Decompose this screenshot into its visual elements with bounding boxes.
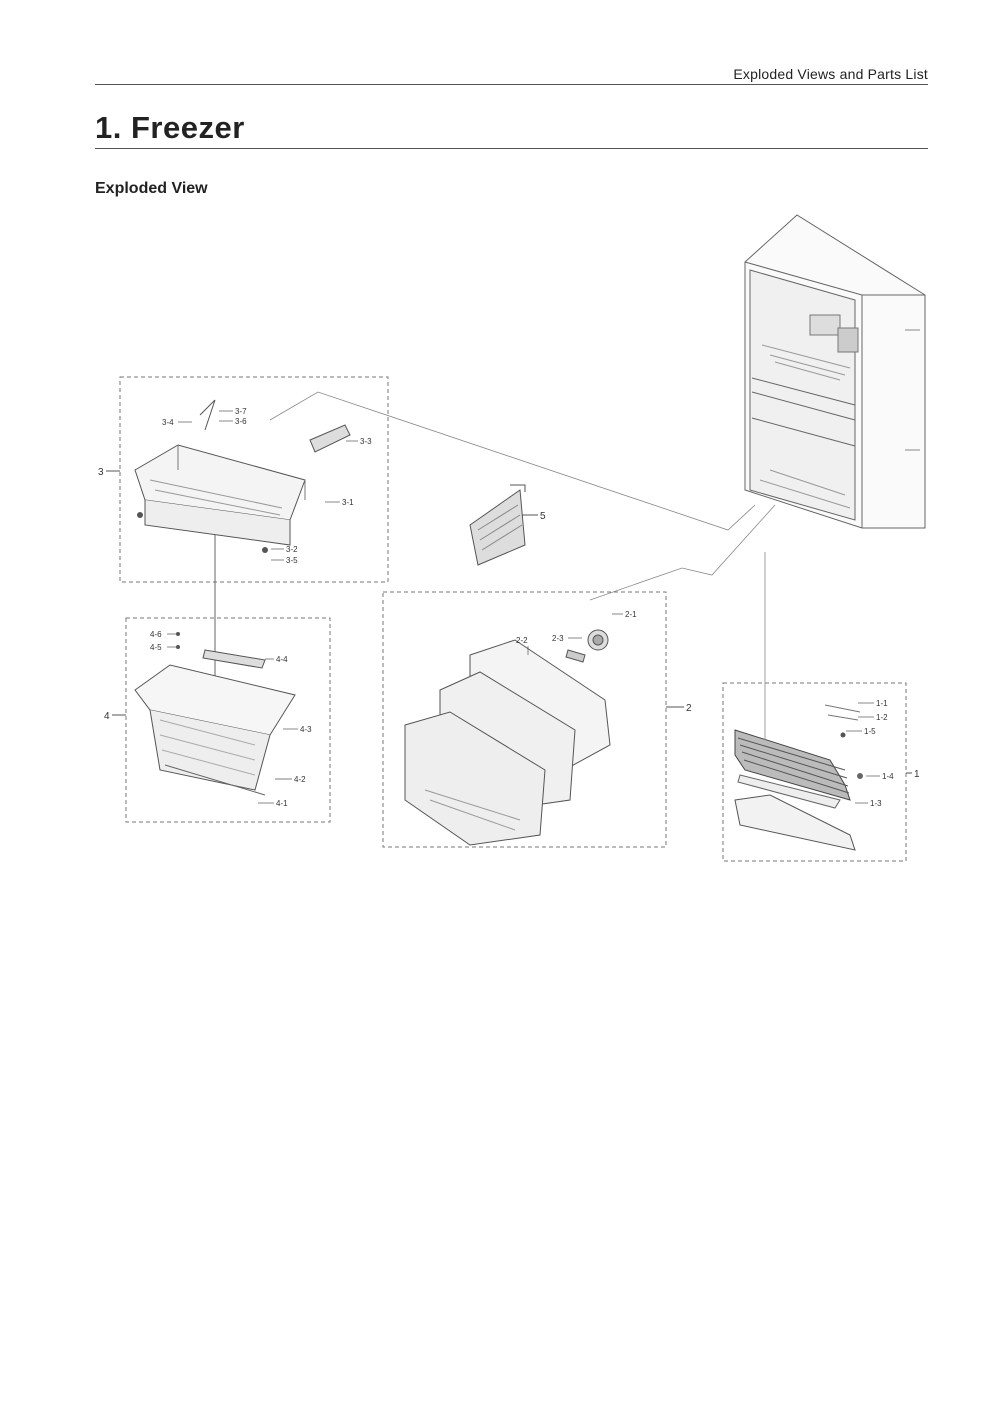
callout-4-1: 4-1 xyxy=(276,799,288,808)
assembly-leader-lines xyxy=(269,391,776,740)
group-5-label: 5 xyxy=(540,511,546,522)
callout-3-1: 3-1 xyxy=(342,498,354,507)
callout-3-6: 3-6 xyxy=(235,417,247,426)
callout-labels xyxy=(167,410,880,804)
callout-3-2: 3-2 xyxy=(286,545,298,554)
group-4-label: 4 xyxy=(104,711,110,722)
callout-3-5: 3-5 xyxy=(286,556,298,565)
group-1-box xyxy=(722,682,907,862)
group-4-box xyxy=(125,617,331,823)
callout-3-7: 3-7 xyxy=(235,407,247,416)
section-subtitle: Exploded View xyxy=(95,180,208,197)
callout-1-5: 1-5 xyxy=(864,727,876,736)
header-rule xyxy=(95,84,928,85)
callout-2-2: 2-2 xyxy=(516,636,528,645)
refrigerator-cabinet xyxy=(744,214,926,529)
callout-1-3: 1-3 xyxy=(870,799,882,808)
page-title: 1. Freezer xyxy=(95,110,245,145)
group-2-label: 2 xyxy=(686,703,692,714)
callout-2-1: 2-1 xyxy=(625,610,637,619)
callout-4-5: 4-5 xyxy=(150,643,162,652)
callout-3-3: 3-3 xyxy=(360,437,372,446)
callout-2-3: 2-3 xyxy=(552,634,564,643)
title-rule xyxy=(95,148,928,149)
callout-4-3: 4-3 xyxy=(300,725,312,734)
callout-1-2: 1-2 xyxy=(876,713,888,722)
callout-1-1: 1-1 xyxy=(876,699,888,708)
running-header: Exploded Views and Parts List xyxy=(733,66,928,82)
group-labels: 1 2 3 4 5 xyxy=(98,467,920,780)
group-3-box xyxy=(119,376,389,583)
callout-4-4: 4-4 xyxy=(276,655,288,664)
part-5-bracket xyxy=(469,484,526,566)
callout-text: 1-1 1-2 1-5 1-4 1-3 2-1 2-2 2-3 3-7 3-6 … xyxy=(150,407,894,808)
callout-4-2: 4-2 xyxy=(294,775,306,784)
callout-1-4: 1-4 xyxy=(882,772,894,781)
group-3-label: 3 xyxy=(98,467,104,478)
callout-3-4: 3-4 xyxy=(162,418,174,427)
group-1-label: 1 xyxy=(914,769,920,780)
group-2-box xyxy=(382,591,667,848)
callout-4-6: 4-6 xyxy=(150,630,162,639)
